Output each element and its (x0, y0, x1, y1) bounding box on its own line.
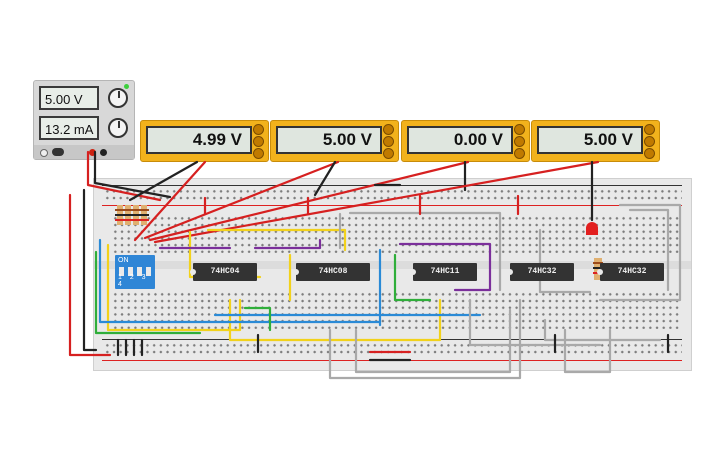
ic-chip[interactable]: 74HC32 (597, 263, 664, 281)
purple-wire (398, 242, 492, 292)
gray-wire (468, 298, 602, 347)
ic-chip[interactable]: 74HC11 (410, 263, 477, 281)
power-led-icon (124, 84, 129, 89)
purple-wire (253, 238, 322, 250)
power-supply: 5.00 V 13.2 mA (33, 80, 135, 160)
toggle-switch[interactable] (52, 148, 64, 156)
resistor-bank (115, 205, 149, 225)
meter-reading: 4.99 V (146, 126, 252, 154)
psu-voltage-display: 5.00 V (39, 86, 99, 110)
led-icon (586, 222, 598, 235)
psu-current-display: 13.2 mA (39, 116, 99, 140)
meter-mode-r-icon[interactable] (514, 148, 525, 159)
yellow-wire (228, 298, 442, 342)
green-wire (94, 250, 202, 335)
meter-mode-r-icon[interactable] (383, 148, 394, 159)
terminal-negative-icon[interactable] (100, 149, 107, 156)
meter-mode-v-icon[interactable] (644, 136, 655, 147)
gray-wire (348, 211, 502, 292)
dip-toggle-2[interactable] (128, 267, 133, 276)
green-wire (393, 253, 432, 302)
dip-toggle-4[interactable] (146, 267, 151, 276)
voltage-knob[interactable] (108, 88, 128, 108)
gray-wire (354, 308, 512, 374)
multimeter-4[interactable]: 5.00 V (531, 120, 660, 162)
multimeter-3[interactable]: 0.00 V (401, 120, 530, 162)
green-wire (243, 306, 272, 332)
meter-mode-r-icon[interactable] (253, 148, 264, 159)
dip-toggle-1[interactable] (119, 267, 124, 276)
red-wire (143, 160, 340, 240)
meter-reading: 5.00 V (276, 126, 382, 154)
gray-wire (543, 318, 662, 342)
red-wire (133, 160, 207, 242)
meter-mode-a-icon[interactable] (644, 124, 655, 135)
black-wire (93, 150, 172, 199)
meter-mode-v-icon[interactable] (383, 136, 394, 147)
ic-chip[interactable]: 74HC04 (190, 263, 257, 281)
center-channel (94, 261, 691, 269)
blue-wire (98, 238, 382, 324)
gray-wire (628, 208, 670, 292)
meter-mode-v-icon[interactable] (514, 136, 525, 147)
red-wire (68, 193, 112, 357)
gray-wire (538, 228, 592, 294)
rail-positive-line (102, 205, 682, 206)
meter-reading: 0.00 V (407, 126, 513, 154)
top-rail-holes (104, 188, 682, 203)
ic-chip[interactable]: 74HC08 (293, 263, 370, 281)
gray-wire (328, 298, 522, 380)
meter-mode-v-icon[interactable] (253, 136, 264, 147)
meter-mode-a-icon[interactable] (383, 124, 394, 135)
meter-mode-r-icon[interactable] (644, 148, 655, 159)
current-knob[interactable] (108, 118, 128, 138)
black-wire (313, 160, 337, 197)
black-wire (128, 160, 199, 202)
meter-reading: 5.00 V (537, 126, 643, 154)
terminal-positive-icon[interactable] (89, 149, 96, 156)
power-switch-icon[interactable] (40, 149, 48, 157)
multimeter-1[interactable]: 4.99 V (140, 120, 269, 162)
gray-wire (598, 203, 682, 302)
dip-switch[interactable]: ON 1 2 3 4 (115, 255, 155, 289)
ic-chip[interactable]: 74HC32 (507, 263, 574, 281)
yellow-wire (206, 228, 347, 252)
psu-bottom-panel (34, 145, 134, 159)
gray-wire (563, 328, 612, 374)
red-wire (153, 160, 600, 244)
dip-toggle-3[interactable] (137, 267, 142, 276)
meter-mode-a-icon[interactable] (253, 124, 264, 135)
red-wire (86, 150, 162, 202)
black-wire (116, 338, 144, 357)
dip-on-label: ON (118, 257, 129, 264)
black-wire (82, 188, 98, 352)
meter-mode-a-icon[interactable] (514, 124, 525, 135)
dip-numbers: 1 2 3 4 (118, 274, 149, 288)
